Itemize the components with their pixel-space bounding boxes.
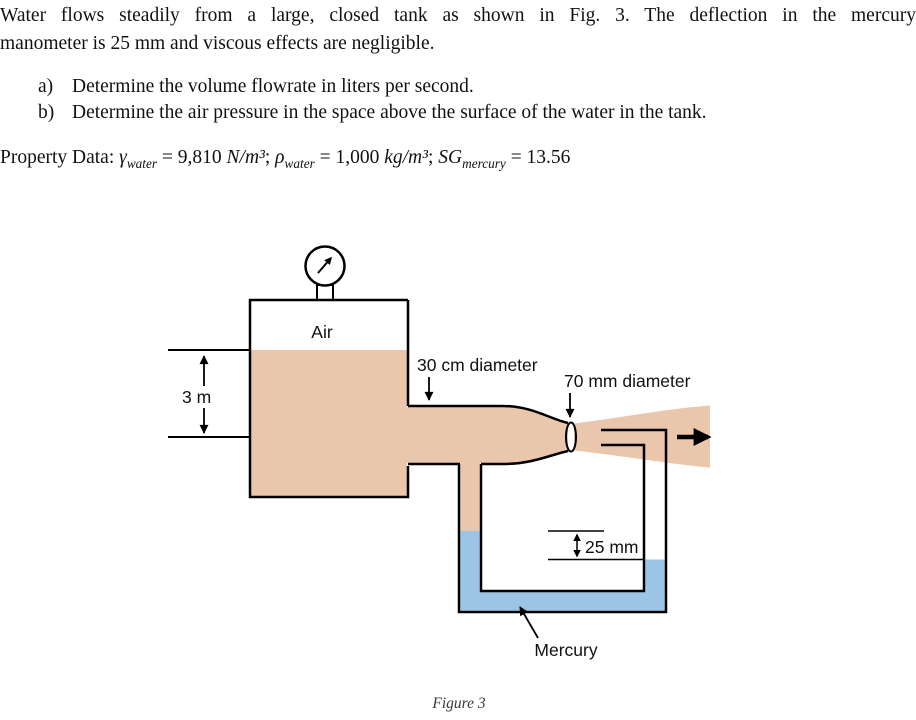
gauge-stem — [316, 284, 334, 301]
rho-water-term: ρwater = 1,000 kg/m³; — [275, 147, 439, 171]
depth-label: 3 m — [182, 387, 211, 407]
problem-text-line2: manometer is 25 mm and viscous effects a… — [0, 33, 435, 54]
pipe-bottom-edge-right — [481, 449, 569, 466]
mercury-right-column — [645, 559, 665, 593]
pipe-water-fill — [407, 407, 568, 463]
gauge-needle-icon — [317, 256, 332, 274]
property-data-line: Property Data: γwater = 9,810 N/m³; ρwat… — [0, 144, 916, 172]
question-item-b: b) Determine the air pressure in the spa… — [38, 100, 898, 126]
rho-value: = 1,000 — [314, 147, 385, 168]
sg-value: = 13.56 — [505, 147, 571, 168]
nozzle-exit-ellipse — [565, 421, 577, 453]
pipe-diameter-label: 30 cm diameter — [417, 355, 538, 375]
rho-unit: kg/m³ — [384, 147, 428, 168]
gamma-symbol: γ — [119, 147, 127, 168]
item-b-marker: b) — [38, 102, 55, 123]
nozzle-diameter-label: 70 mm diameter — [564, 371, 691, 391]
deflection-label: 25 mm — [585, 537, 638, 557]
gamma-unit: N/m³ — [226, 147, 265, 168]
mercury-pointer-arrow-icon — [519, 606, 539, 639]
air-label: Air — [311, 322, 333, 342]
item-b-text: Determine the air pressure in the space … — [72, 102, 707, 123]
figure-3: Air 3 m 30 cm diameter 70 mm diameter 25… — [168, 245, 712, 712]
pipe-top-edge — [408, 404, 569, 425]
gamma-value: = 9,810 — [157, 147, 227, 168]
figure-caption: Figure 3 — [431, 695, 485, 712]
manometer-outer-wall — [457, 428, 668, 614]
rho-separator: ; — [428, 147, 439, 168]
mercury-label: Mercury — [534, 640, 597, 660]
manometer-left-leg-water-fill — [460, 462, 480, 531]
manometer-inner-wall — [479, 443, 646, 593]
item-a-marker: a) — [38, 76, 54, 97]
sg-mercury-term: SGmercury = 13.56 — [438, 147, 571, 171]
gamma-separator: ; — [264, 147, 276, 168]
sg-symbol: SG — [438, 147, 463, 168]
gamma-subscript: water — [126, 155, 158, 171]
problem-text-line1: Water flows steadily from a large, close… — [0, 5, 916, 26]
property-data-label: Property Data: — [0, 147, 120, 168]
question-item-a: a) Determine the volume flowrate in lite… — [38, 74, 898, 100]
gamma-water-term: γwater = 9,810 N/m³; — [119, 147, 276, 171]
tank-water-fill — [251, 350, 407, 497]
tank-outline — [248, 298, 410, 499]
mercury-left-column — [460, 531, 480, 592]
rho-subscript: water — [284, 155, 315, 171]
item-a-text: Determine the volume flowrate in liters … — [72, 76, 474, 97]
jet-water-fill — [574, 405, 710, 468]
mercury-bottom-channel — [460, 592, 665, 611]
sg-subscript: mercury — [462, 155, 506, 171]
rho-symbol: ρ — [275, 147, 285, 168]
